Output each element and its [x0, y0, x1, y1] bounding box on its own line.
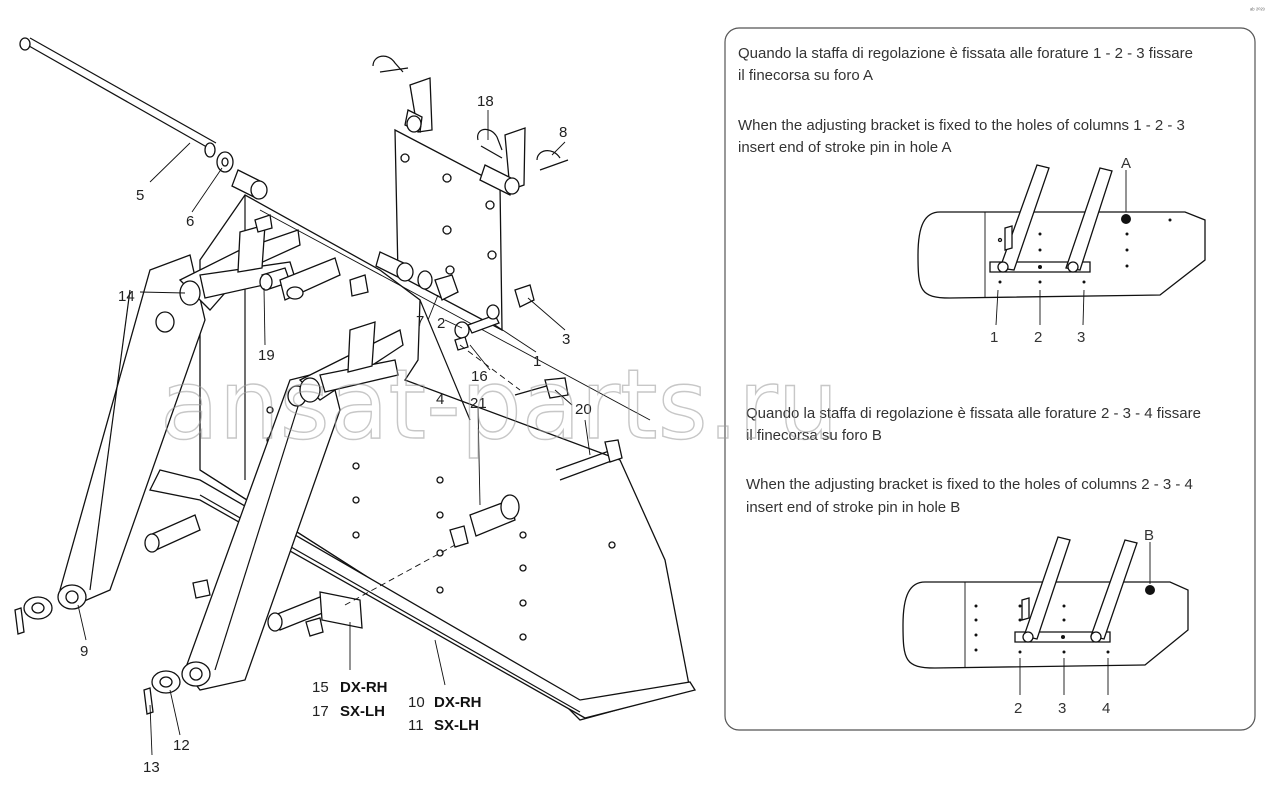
long-shaft [19, 37, 217, 158]
bottom-note-it-line2: il finecorsa su foro B [746, 427, 882, 444]
bolt-short [514, 377, 569, 399]
nut-7 [434, 274, 459, 301]
bottom-column-2: 2 [1014, 700, 1022, 717]
linch-pin-18 [477, 128, 503, 151]
watermark: ansat-parts.ru [160, 349, 839, 461]
callout-5: 5 [136, 187, 144, 204]
callout-17-label: SX-LH [340, 703, 385, 720]
callout-10: 10 [408, 694, 425, 711]
top-column-2: 2 [1034, 329, 1042, 346]
bolt-20 [555, 439, 623, 481]
hole-a [1121, 214, 1131, 224]
bottom-note-en-line2: insert end of stroke pin in hole B [746, 499, 960, 516]
hole-b-label: B [1144, 527, 1154, 544]
callout-13: 13 [143, 759, 160, 776]
top-note-it-line2: il finecorsa su foro A [738, 67, 873, 84]
callout-labels: 5 6 14 19 7 2 1 3 18 8 16 4 21 20 9 12 1… [80, 93, 592, 776]
pin-19 [259, 267, 291, 291]
pin-left [144, 514, 211, 599]
callout-18: 18 [477, 93, 494, 110]
bottom-column-4: 4 [1102, 700, 1110, 717]
callout-8: 8 [559, 124, 567, 141]
callout-17: 17 [312, 703, 329, 720]
callout-3: 3 [562, 331, 570, 348]
bolt-21 [449, 494, 520, 548]
washer-2 [454, 321, 470, 339]
clip-9 [14, 607, 25, 635]
bottom-note-en-line1: When the adjusting bracket is fixed to t… [746, 476, 1193, 493]
fork-14 [178, 224, 301, 311]
callout-14: 14 [118, 288, 135, 305]
callout-6: 6 [186, 213, 194, 230]
bottom-column-3: 3 [1058, 700, 1066, 717]
callout-1: 1 [533, 353, 541, 370]
callout-20: 20 [575, 401, 592, 418]
callout-16: 16 [471, 368, 488, 385]
corner-mark: ᵃᵇ ²⁰²³ [1250, 7, 1265, 14]
bushing [231, 169, 268, 200]
callout-19: 19 [258, 347, 275, 364]
nut-3 [514, 284, 535, 308]
callout-4: 4 [436, 391, 444, 408]
pin-15 [267, 591, 363, 637]
leader-lines [77, 110, 591, 756]
bolt-16 [467, 314, 500, 334]
callout-7: 7 [416, 313, 424, 330]
callout-9: 9 [80, 643, 88, 660]
callout-11: 11 [408, 717, 424, 734]
exploded-view [14, 37, 697, 721]
callout-2: 2 [437, 315, 445, 332]
callout-21: 21 [470, 395, 487, 412]
callout-11-label: SX-LH [434, 717, 479, 734]
bottom-note-it-line1: Quando la staffa di regolazione è fissat… [746, 405, 1201, 422]
fork-4 [298, 321, 404, 403]
top-note-en-line1: When the adjusting bracket is fixed to t… [738, 117, 1185, 134]
top-column-1: 1 [990, 329, 998, 346]
callout-10-label: DX-RH [434, 694, 482, 711]
hole-a-label: A [1121, 155, 1131, 172]
detail-figure-b [902, 536, 1189, 669]
callout-15-label: DX-RH [340, 679, 388, 696]
clip-13 [143, 687, 154, 715]
detail-figure-a [917, 164, 1206, 299]
hole-b [1145, 585, 1155, 595]
callout-12: 12 [173, 737, 190, 754]
top-column-3: 3 [1077, 329, 1085, 346]
linch-pin-top [372, 55, 404, 73]
linch-pin-8 [536, 150, 561, 161]
washer-7a [417, 270, 433, 290]
top-note-it-line1: Quando la staffa di regolazione è fissat… [738, 45, 1193, 62]
arm-9 [57, 254, 206, 610]
callout-15: 15 [312, 679, 329, 696]
top-note-en-line2: insert end of stroke pin in hole A [738, 139, 951, 156]
